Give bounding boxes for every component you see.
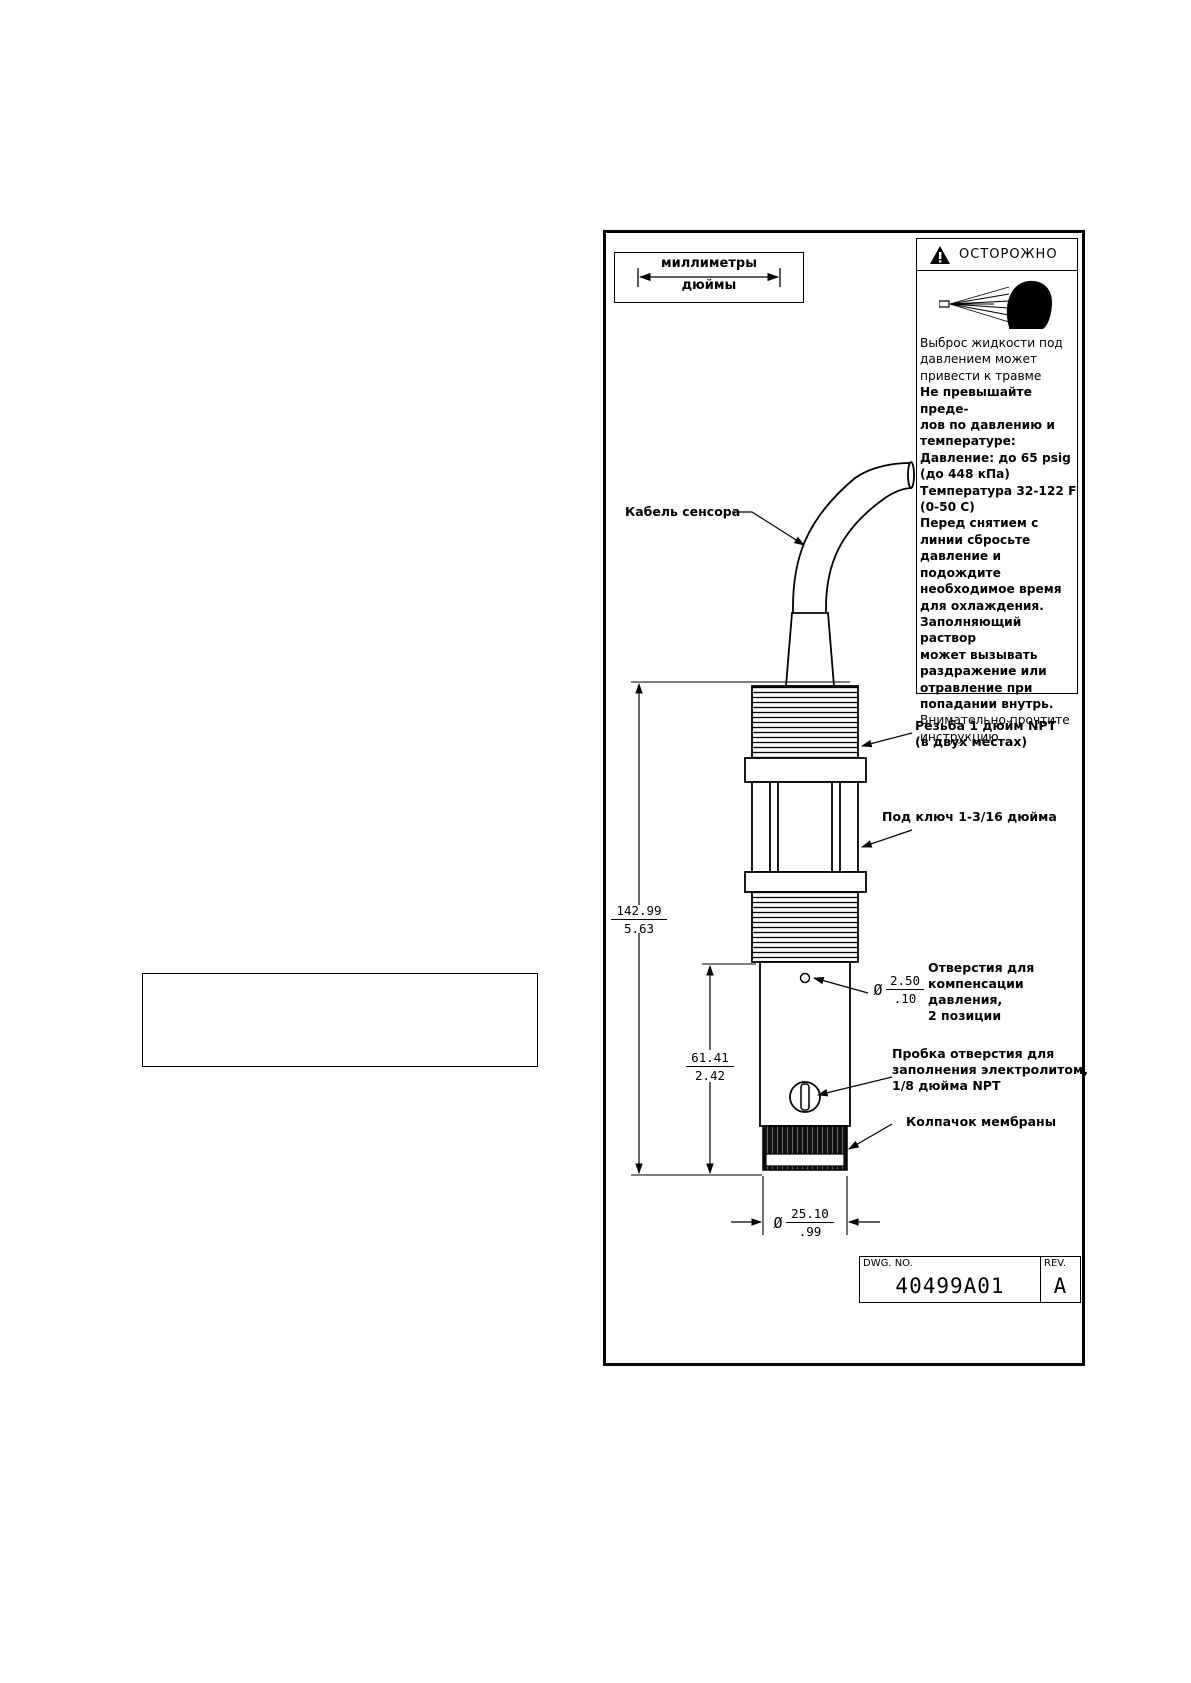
wrench-leader [860, 829, 913, 848]
units-inch-label: дюймы [681, 278, 737, 293]
body-diameter-dimension: 25.10 .99 [786, 1206, 834, 1239]
caution-panel: ОСТОРОЖНО Выброс жидкости под давлением … [916, 238, 1078, 744]
overall-height-in: 5.63 [623, 921, 655, 936]
sensor-cable [792, 461, 915, 614]
pressure-hole [799, 972, 811, 984]
thread-label: Резьба 1 дюйм NPT (в двух местах) [915, 718, 1057, 749]
thread-leader [860, 732, 913, 748]
hole-diameter-in: .10 [893, 991, 917, 1006]
lower-thread [751, 891, 859, 963]
caution-text: Выброс жидкости под давлением может прив… [920, 335, 1078, 745]
caution-line-3: Внимательно прочтите инструкцию [920, 713, 1070, 744]
strain-relief [785, 612, 835, 687]
fill-plug [789, 1081, 821, 1113]
plug-leader [816, 1076, 893, 1097]
title-block-divider [1040, 1257, 1041, 1302]
hex-body [751, 781, 859, 873]
title-block: DWG. NO. 40499A01 REV. A [859, 1256, 1081, 1303]
units-legend: миллиметры дюймы [614, 252, 804, 303]
fill-plug-label: Пробка отверстия для заполнения электрол… [892, 1046, 1088, 1093]
dwg-no-label: DWG. NO. [863, 1258, 913, 1269]
caution-title: ОСТОРОЖНО [959, 247, 1058, 262]
rev-label: REV. [1044, 1258, 1066, 1269]
cap-leader [848, 1123, 893, 1150]
dwg-number: 40499A01 [895, 1274, 1005, 1298]
lower-height-mm: 61.41 [686, 1050, 734, 1067]
units-mm-label: миллиметры [661, 256, 757, 271]
cable-leader [732, 511, 805, 546]
hole-diameter-mm: 2.50 [886, 973, 924, 990]
holes-leader [812, 976, 869, 994]
lower-flange [744, 871, 867, 893]
caution-line-1: Выброс жидкости под давлением может прив… [920, 336, 1063, 383]
upper-thread [751, 685, 859, 759]
body-diameter-mm: 25.10 [786, 1206, 834, 1223]
drawing-frame [603, 230, 1085, 1366]
membrane-cap [762, 1125, 848, 1171]
cable-label: Кабель сенсора [625, 504, 741, 519]
upper-flange [744, 757, 867, 783]
caution-line-2: Не превышайте преде- лов по давлению и т… [920, 385, 1077, 711]
caution-header: ОСТОРОЖНО [917, 239, 1077, 271]
pressure-holes-label: Отверстия для компенсации давления, 2 по… [928, 960, 1035, 1023]
overall-height-mm: 142.99 [611, 903, 667, 920]
hole-diameter-symbol: Ø [873, 981, 883, 999]
body-diameter-symbol: Ø [773, 1214, 783, 1232]
blank-note-box [142, 973, 538, 1067]
lower-height-in: 2.42 [694, 1068, 726, 1083]
spray-injury-icon [939, 280, 1053, 329]
rev-value: A [1053, 1274, 1067, 1298]
membrane-cap-label: Колпачок мембраны [906, 1114, 1056, 1129]
body-diameter-in: .99 [798, 1224, 822, 1239]
overall-height-dimension: 142.99 5.63 [611, 903, 667, 936]
lower-height-dimension: 61.41 2.42 [686, 1050, 734, 1083]
units-legend-arrow [637, 268, 781, 287]
hole-diameter-dimension: 2.50 .10 [886, 973, 924, 1006]
warning-triangle-icon [930, 246, 950, 264]
wrench-label: Под ключ 1-3/16 дюйма [882, 809, 1057, 824]
extension-lines [631, 681, 850, 1235]
